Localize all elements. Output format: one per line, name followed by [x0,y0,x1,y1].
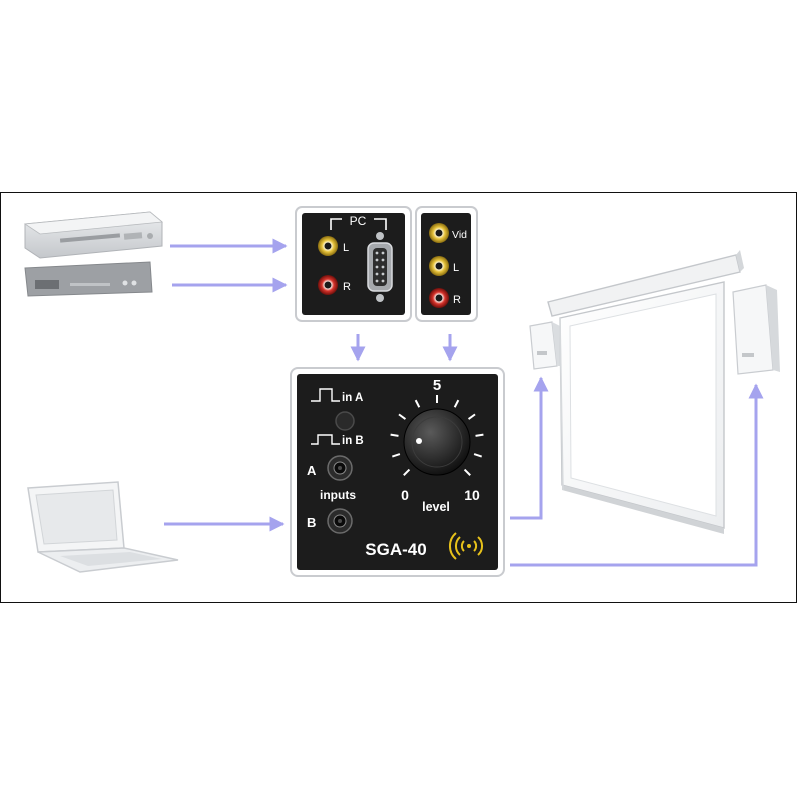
pc-left-label: L [343,242,349,254]
rca-jack-icon [429,256,449,276]
volume-tick [414,399,421,408]
projection-screen-icon [547,250,744,534]
rca-jack-icon [318,236,338,256]
wireless-signal-logo-icon [449,532,484,560]
inputs-label: inputs [320,488,356,502]
dvd-player-icon [23,211,163,259]
pulse-waveform-icon [311,388,340,402]
av-right-label: R [453,294,461,306]
pc-right-label: R [343,281,351,293]
set-top-box-icon [24,261,153,297]
volume-tick [391,453,401,458]
arrow-amp-to-right-speaker [510,383,764,567]
volume-tick [463,468,471,476]
rca-jack-icon [429,223,449,243]
volume-tick [467,413,476,420]
scale-mid-label: 5 [433,377,441,394]
scale-min-label: 0 [401,487,409,503]
in-b-label: in B [342,435,364,447]
pc-input-panel: PC L R [295,206,412,322]
vga-port-icon [367,232,393,302]
in-a-label: in A [342,392,363,404]
volume-tick [390,433,399,437]
input-b-jack[interactable] [327,508,353,534]
diagram-frame [0,192,797,603]
pc-title: PC [350,214,367,228]
laptop-icon [27,481,179,573]
volume-knob-icon[interactable] [403,408,471,476]
arrow-amp-to-left-speaker [510,376,549,520]
mode-switch-button[interactable] [335,411,355,431]
input-a-jack[interactable] [327,455,353,481]
av-input-panel: Vid L R [415,206,478,322]
volume-scale-ticks [390,395,484,476]
signal-arrows [164,238,764,567]
amplifier-panel: in A in B A inputs B 5 0 10 level SGA-40 [290,367,505,577]
volume-tick [453,399,460,408]
av-video-label: Vid [452,229,467,241]
volume-tick [475,433,484,437]
input-a-label: A [307,463,317,478]
input-b-label: B [307,515,316,530]
rca-jack-icon [318,275,338,295]
model-name: SGA-40 [365,540,426,559]
av-left-label: L [453,262,459,274]
level-label: level [422,500,450,514]
volume-tick [473,453,483,458]
volume-tick [398,413,407,420]
rca-jack-icon [429,288,449,308]
speaker-icon [529,321,562,370]
scale-max-label: 10 [464,487,480,503]
volume-tick [403,468,411,476]
speaker-icon [732,284,780,375]
pulse-waveform-icon [311,434,340,445]
